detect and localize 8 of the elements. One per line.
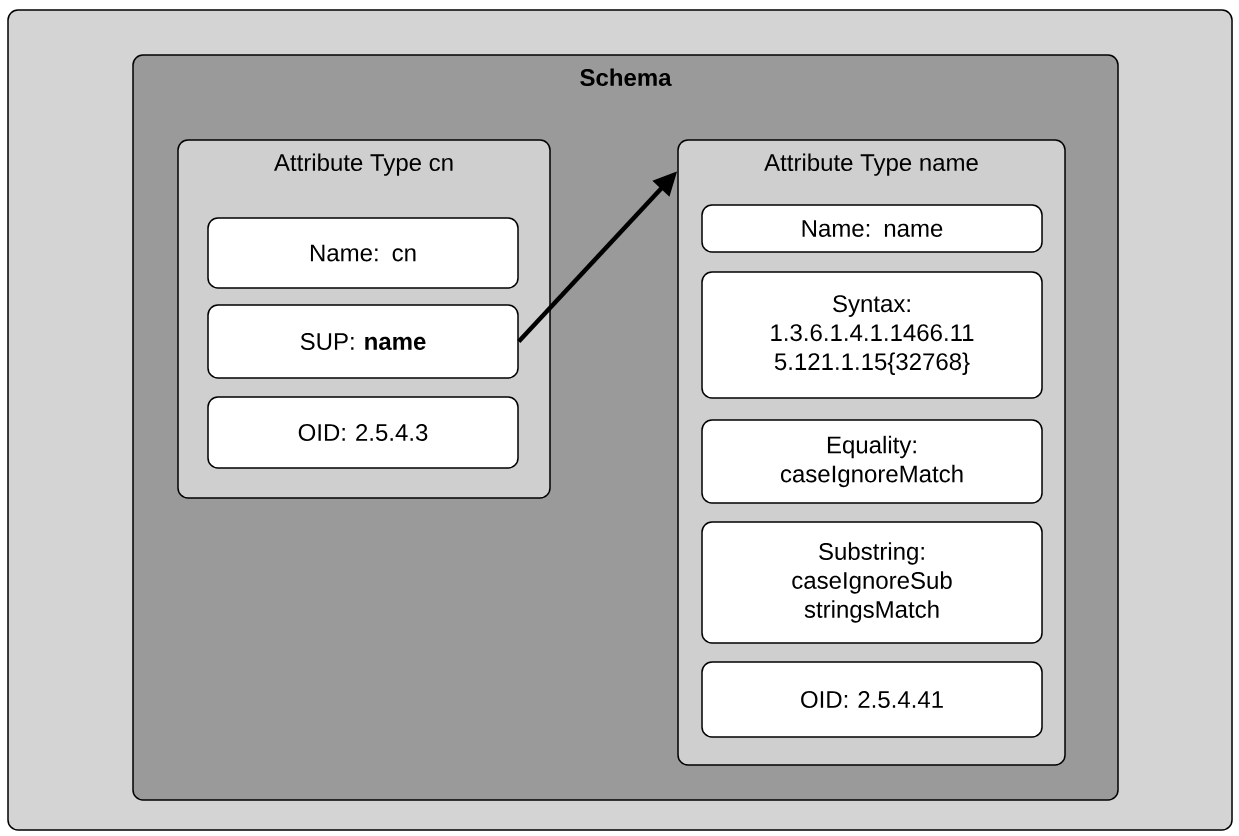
attribute-field-box: Name: cn bbox=[207, 217, 519, 289]
attribute-field-box: OID: 2.5.4.3 bbox=[207, 396, 519, 469]
attribute-field-box: OID: 2.5.4.41 bbox=[701, 661, 1043, 738]
attribute-field-box: Equality: caseIgnoreMatch bbox=[701, 419, 1043, 504]
attribute-field-box: Syntax: 1.3.6.1.4.1.1466.11 5.121.1.15{32768} bbox=[701, 271, 1043, 399]
attribute-field-box: Name: name bbox=[701, 204, 1043, 253]
attribute-field-box: Substring: caseIgnoreSub stringsMatch bbox=[701, 521, 1043, 644]
attribute-field-box: SUP: name bbox=[207, 304, 519, 379]
